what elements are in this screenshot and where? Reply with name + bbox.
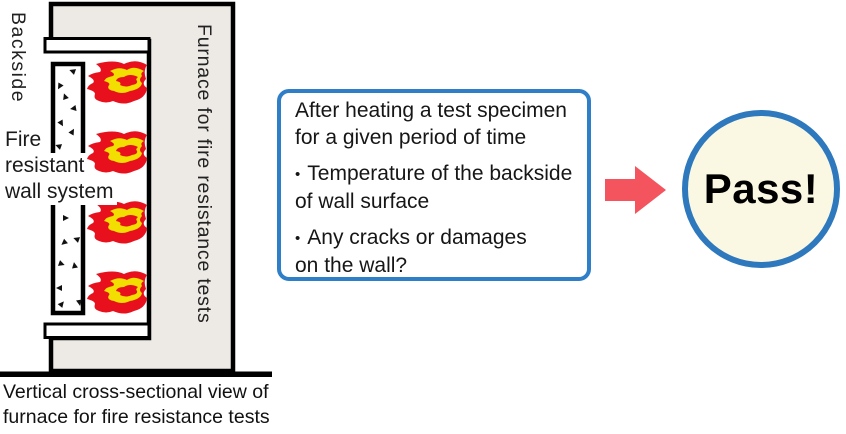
furnace-label: Furnace for fire resistance tests bbox=[193, 24, 215, 324]
specimen-holder-bottom bbox=[43, 322, 151, 339]
bullet-marker: • bbox=[295, 166, 301, 183]
pass-label: Pass! bbox=[703, 165, 819, 212]
pass-circle: Pass! bbox=[682, 110, 840, 268]
furnace-diagram bbox=[0, 1, 272, 377]
wall-label-line: wall system bbox=[4, 179, 117, 205]
wall-label-line: resistant bbox=[4, 153, 88, 179]
bullet-text: Any cracks or damages bbox=[307, 226, 527, 249]
intro-line: After heating a test specimen bbox=[295, 99, 567, 122]
bullet-item: • Temperature of the backside of wall sur… bbox=[295, 160, 573, 215]
wall-label-line: Fire bbox=[4, 127, 45, 153]
ground-line bbox=[0, 371, 272, 377]
bullet-item: • Any cracks or damages on the wall? bbox=[295, 224, 573, 279]
wall-system-label: Fire resistant wall system bbox=[4, 127, 117, 205]
bullet-text-wrap: on the wall? bbox=[295, 254, 408, 277]
backside-label: Backside bbox=[7, 12, 29, 104]
bullet-text: Temperature of the backside bbox=[307, 162, 573, 185]
callout-box: After heating a test specimen for a give… bbox=[277, 89, 591, 281]
bullet-text-wrap: of wall surface bbox=[295, 190, 430, 213]
intro-line: for a given period of time bbox=[295, 126, 527, 149]
caption-line: Vertical cross-sectional view of bbox=[3, 381, 269, 403]
diagram-caption: Vertical cross-sectional view of furnace… bbox=[3, 380, 270, 429]
callout-intro: After heating a test specimen for a give… bbox=[295, 97, 573, 151]
bullet-marker: • bbox=[295, 230, 301, 247]
specimen-holder-top bbox=[43, 37, 151, 54]
flow-arrow-icon bbox=[605, 166, 666, 214]
caption-line: furnace for fire resistance tests bbox=[3, 405, 270, 428]
